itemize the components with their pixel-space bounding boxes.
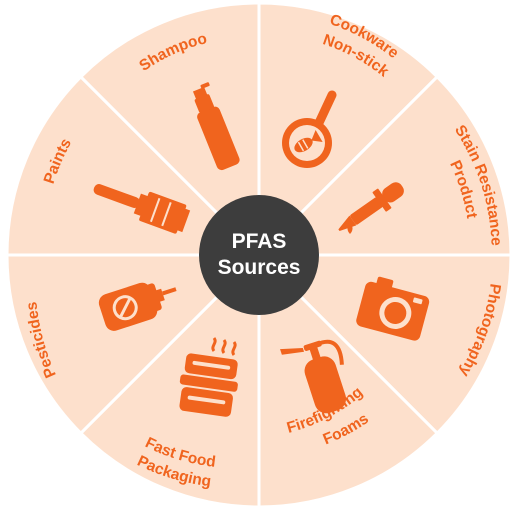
center-title-line1: PFAS bbox=[232, 230, 287, 253]
center-hub bbox=[199, 195, 319, 315]
shampoo-bottle-icon bbox=[192, 82, 240, 171]
drop-icon bbox=[347, 221, 353, 234]
camera-icon bbox=[356, 276, 430, 341]
dropper-icon bbox=[338, 182, 404, 232]
fire-extinguisher-icon bbox=[280, 339, 347, 414]
wedge-nonstick bbox=[257, 75, 513, 257]
center-title-line2: Sources bbox=[218, 256, 301, 279]
wedge-fastfood bbox=[5, 253, 261, 435]
wheel-wedges bbox=[5, 1, 513, 509]
wedge-paints bbox=[79, 1, 261, 257]
wedge-pesticides bbox=[5, 75, 261, 257]
wedge-shampoo bbox=[257, 1, 439, 257]
wedge-photography bbox=[257, 253, 439, 509]
paint-brush-icon bbox=[93, 184, 191, 234]
food-container-icon bbox=[179, 353, 238, 417]
spray-can-icon bbox=[98, 282, 177, 331]
steam-icon bbox=[211, 337, 237, 356]
wedge-firefighting bbox=[79, 253, 261, 509]
wedge-stain bbox=[257, 253, 513, 435]
frying-pan-fish-icon bbox=[282, 90, 337, 168]
